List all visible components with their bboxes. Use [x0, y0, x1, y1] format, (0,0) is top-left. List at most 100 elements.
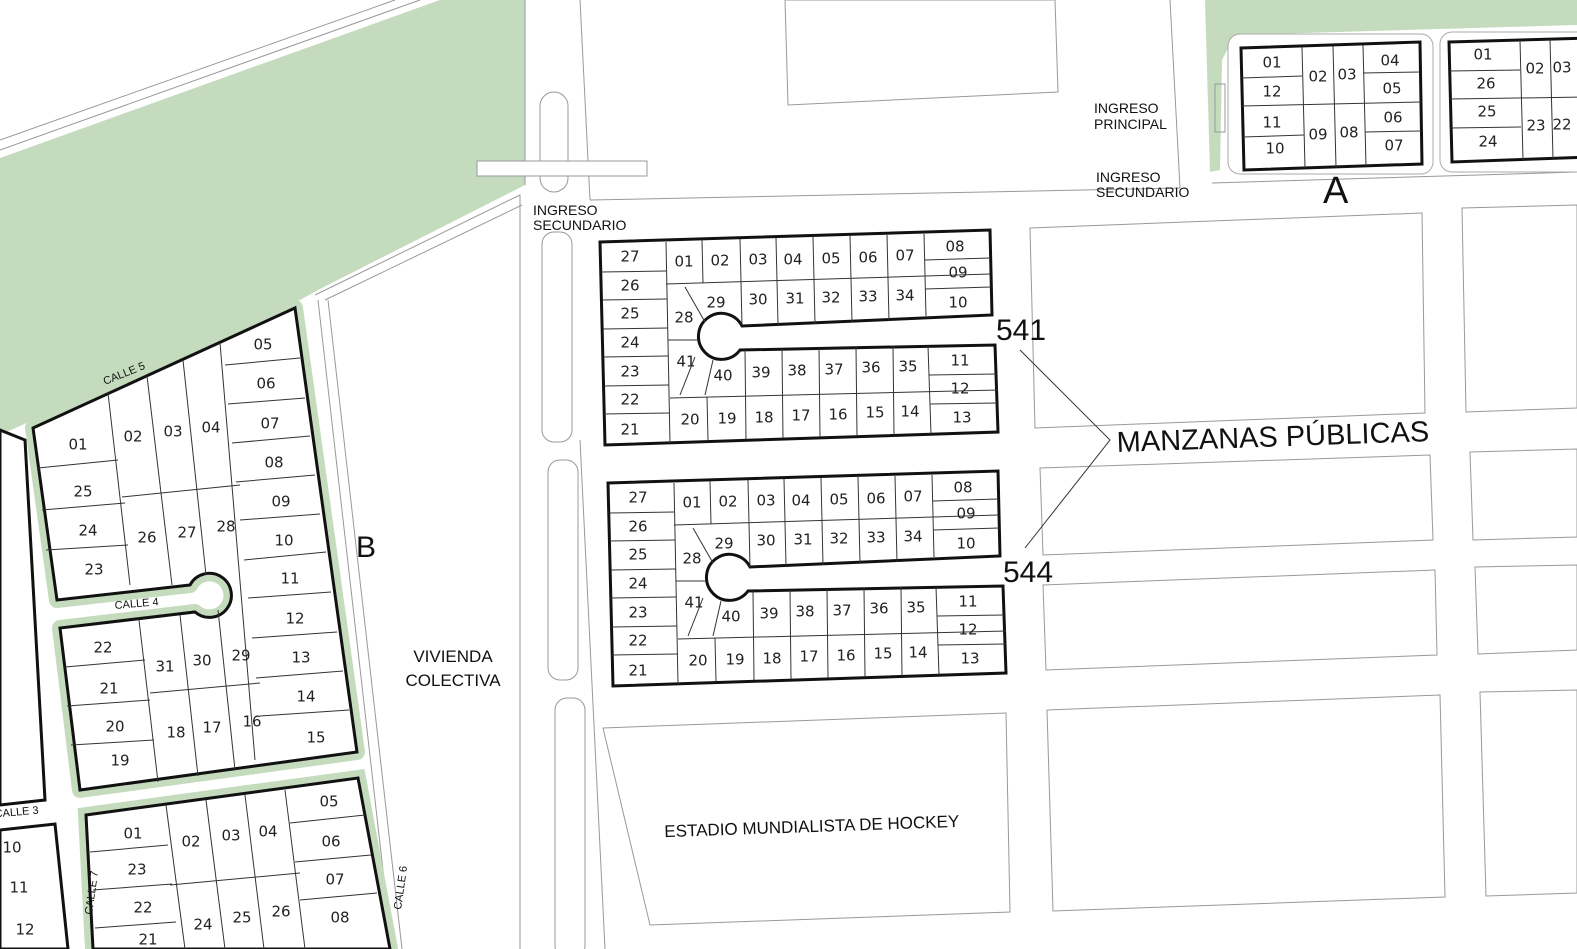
lot-number-544: 04: [791, 492, 810, 510]
lot-number-a: 10: [1265, 140, 1284, 158]
stadium-plot: [602, 712, 1011, 926]
lot-number-541: 38: [787, 362, 806, 380]
lot-number-544: 36: [869, 600, 888, 618]
lot-number-a: 11: [1262, 114, 1281, 132]
lot-number-541: 10: [948, 294, 967, 312]
lot-number-b-upper: 19: [110, 752, 129, 770]
lot-number-b-upper: 12: [285, 610, 304, 628]
sector-b-label: B: [356, 531, 376, 564]
lot-number-541: 03: [748, 251, 767, 269]
lot-number-b-lower: 03: [221, 827, 240, 845]
lot-number-b-upper: 14: [296, 688, 315, 706]
plot: [1461, 204, 1577, 413]
lot-number-541: 25: [620, 305, 639, 323]
lot-number-b-upper: 16: [242, 713, 261, 731]
lot-number-541: 41: [676, 353, 695, 371]
lot-number-544: 03: [756, 492, 775, 510]
lot-number-541: 17: [791, 407, 810, 425]
lot-number-544: 08: [953, 479, 972, 497]
lot-number-b-upper: 24: [78, 522, 97, 540]
lot-number-544: 07: [903, 488, 922, 506]
lot-number-a: 09: [1308, 126, 1327, 144]
street-calle-3: CALLE 3: [0, 805, 39, 821]
lot-number-541: 08: [945, 238, 964, 256]
green-area-northeast: [1205, 0, 1577, 172]
lot-number-a: 06: [1383, 109, 1402, 127]
lot-number-544: 31: [793, 531, 812, 549]
lot-number-544: 23: [628, 604, 647, 622]
lot-number-b-lower: 25: [232, 909, 251, 927]
lot-number-a: 05: [1382, 80, 1401, 98]
lot-number-541: 19: [717, 410, 736, 428]
lot-number-541: 05: [821, 250, 840, 268]
lot-number-544: 09: [956, 505, 975, 523]
lot-number-b-upper: 07: [260, 415, 279, 433]
lot-number-541: 12: [950, 380, 969, 398]
block-a: [1239, 40, 1424, 172]
lot-number-b-lower: 23: [127, 861, 146, 879]
lot-number-a: 12: [1262, 83, 1281, 101]
lot-number-541: 20: [680, 411, 699, 429]
vivienda-colectiva-label: VIVIENDA: [413, 647, 493, 666]
lot-number-b-upper: 11: [280, 570, 299, 588]
ingreso-secundario-label: SECUNDARIO: [1096, 184, 1189, 200]
plot: [1046, 694, 1446, 912]
lot-number-a2: 25: [1477, 103, 1496, 121]
lot-number-544: 40: [721, 608, 740, 626]
lot-number-544: 26: [628, 518, 647, 536]
lot-number-544: 12: [958, 621, 977, 639]
lot-number-541: 39: [751, 364, 770, 382]
lot-number-544: 39: [759, 605, 778, 623]
green-area-northwest: [0, 0, 525, 435]
lot-number-b-upper: 02: [123, 428, 142, 446]
lot-number-544: 06: [866, 490, 885, 508]
lot-number-544: 33: [866, 529, 885, 547]
lot-number-544: 38: [795, 603, 814, 621]
lot-number-a: 03: [1337, 66, 1356, 84]
lot-number-541: 01: [674, 253, 693, 271]
lot-number-544: 35: [906, 599, 925, 617]
lot-number-b-lower: 06: [321, 833, 340, 851]
lot-number-544: 13: [960, 650, 979, 668]
lot-number-b-upper: 20: [105, 718, 124, 736]
vivienda-colectiva-label: COLECTIVA: [405, 671, 501, 690]
lot-number-541: 26: [620, 277, 639, 295]
lot-number-a: 08: [1339, 124, 1358, 142]
lot-number-b-lower: 26: [271, 903, 290, 921]
block-b: [0, 300, 399, 949]
lot-number-b-upper: 09: [271, 493, 290, 511]
lot-number-b-lower: 02: [181, 833, 200, 851]
lot-number-544: 34: [903, 528, 922, 546]
ingreso-principal-label: INGRESO: [1094, 100, 1159, 116]
lot-number-left-partial: 12: [15, 921, 34, 939]
lot-number-b-upper: 18: [166, 724, 185, 742]
block-a2: [1447, 36, 1577, 164]
street-calle-4: CALLE 4: [114, 596, 159, 612]
lot-number-544: 16: [836, 647, 855, 665]
lot-number-b-upper: 04: [201, 419, 220, 437]
lot-number-a2: 23: [1526, 117, 1545, 135]
lot-number-544: 05: [829, 491, 848, 509]
lot-number-a: 02: [1308, 68, 1327, 86]
lot-number-544: 24: [628, 575, 647, 593]
lot-number-544: 41: [684, 594, 703, 612]
lot-number-a2: 02: [1525, 60, 1544, 78]
ingreso-secundario-label: INGRESO: [1096, 169, 1161, 185]
lot-number-541: 14: [900, 403, 919, 421]
lot-number-541: 28: [674, 309, 693, 327]
lot-number-b-upper: 23: [84, 561, 103, 579]
lot-number-541: 13: [952, 409, 971, 427]
lot-number-541: 15: [865, 404, 884, 422]
lot-number-541: 31: [785, 290, 804, 308]
lot-number-541: 37: [824, 361, 843, 379]
lot-number-541: 35: [898, 358, 917, 376]
lot-number-544: 27: [628, 489, 647, 507]
lot-number-544: 14: [908, 644, 927, 662]
lot-number-541: 34: [895, 287, 914, 305]
lot-number-b-upper: 26: [137, 529, 156, 547]
lot-number-b-upper: 30: [192, 652, 211, 670]
lot-number-544: 17: [799, 648, 818, 666]
